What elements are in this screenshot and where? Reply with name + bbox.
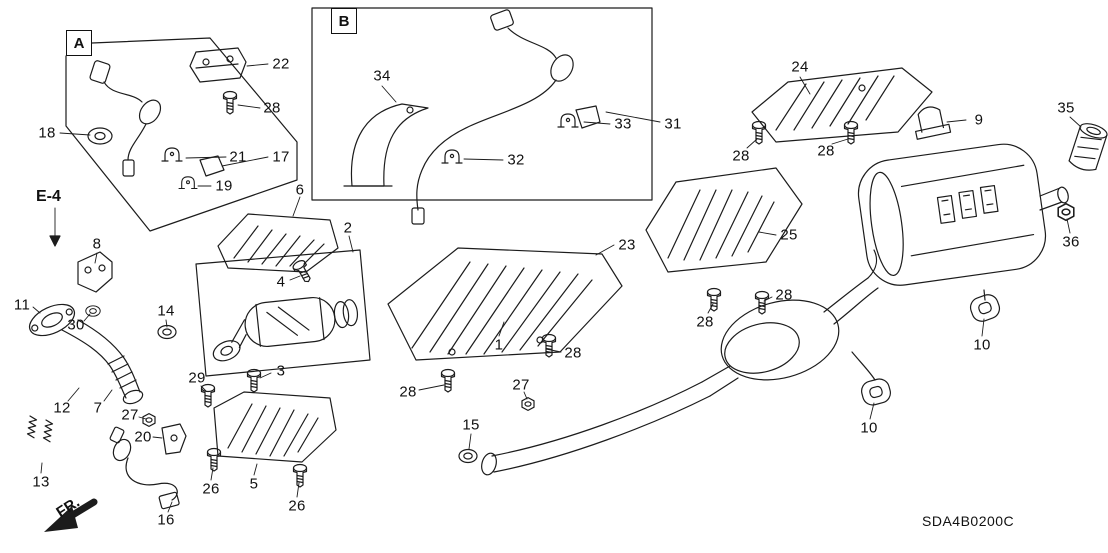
- leader-lines: [32, 63, 1082, 513]
- callout-28: 28: [732, 147, 750, 165]
- diagram-code: SDA4B0200C: [922, 513, 1015, 529]
- callout-13: 13: [32, 473, 50, 491]
- callout-4: 4: [276, 273, 286, 291]
- callout-7: 7: [93, 399, 103, 417]
- catalytic-converter-art: [195, 249, 371, 393]
- callout-26: 26: [202, 480, 220, 498]
- callout-31: 31: [664, 115, 682, 133]
- ref-label-e4: E-4: [36, 188, 61, 205]
- heat-shield-24-art: [751, 67, 933, 145]
- callout-11: 11: [13, 296, 31, 314]
- callout-22: 22: [272, 55, 290, 73]
- callout-20: 20: [134, 428, 152, 446]
- callout-33: 33: [614, 115, 632, 133]
- callout-28: 28: [564, 344, 582, 362]
- callout-10: 10: [973, 336, 991, 354]
- callout-6: 6: [295, 181, 305, 199]
- section-label-b: B: [331, 8, 357, 34]
- heat-shield-25-art: [645, 167, 803, 315]
- e4-arrowhead: [49, 235, 61, 247]
- section-letter-a: A: [73, 34, 85, 52]
- callout-34: 34: [373, 67, 391, 85]
- callout-28: 28: [817, 142, 835, 160]
- front-direction-arrow-icon: [44, 498, 98, 532]
- floor-heat-shield-art: [387, 247, 623, 411]
- callout-3: 3: [276, 362, 286, 380]
- callout-15: 15: [462, 416, 480, 434]
- callout-1: 1: [494, 336, 504, 354]
- callout-32: 32: [507, 151, 525, 169]
- callout-29: 29: [188, 369, 206, 387]
- callout-24: 24: [791, 58, 809, 76]
- callout-18: 18: [38, 124, 56, 142]
- callout-14: 14: [157, 302, 175, 320]
- muffler-art: [701, 249, 879, 397]
- callout-16: 16: [157, 511, 175, 529]
- callout-5: 5: [249, 475, 259, 493]
- callout-26: 26: [288, 497, 306, 515]
- callout-23: 23: [618, 236, 636, 254]
- callout-27: 27: [512, 376, 530, 394]
- callout-36: 36: [1062, 233, 1080, 251]
- section-label-a: A: [66, 30, 92, 56]
- heat-shield-5-art: [206, 391, 337, 488]
- callout-28: 28: [696, 313, 714, 331]
- callout-9: 9: [974, 111, 984, 129]
- heat-shield-6-art: [217, 213, 339, 273]
- callout-30: 30: [67, 316, 85, 334]
- section-b-art: [311, 7, 653, 225]
- callout-2: 2: [343, 219, 353, 237]
- callout-17: 17: [272, 148, 290, 166]
- rear-silencer-art: [851, 106, 1108, 406]
- front-pipe-art: [26, 251, 216, 510]
- callout-21: 21: [229, 148, 247, 166]
- callout-27: 27: [121, 406, 139, 424]
- section-letter-b: B: [338, 12, 350, 30]
- callout-35: 35: [1057, 99, 1075, 117]
- section-a-art: [65, 37, 298, 232]
- callout-12: 12: [53, 399, 71, 417]
- callout-28: 28: [775, 286, 793, 304]
- callout-25: 25: [780, 226, 798, 244]
- callout-28: 28: [263, 99, 281, 117]
- callout-28: 28: [399, 383, 417, 401]
- callout-8: 8: [92, 235, 102, 253]
- callout-19: 19: [215, 177, 233, 195]
- center-pipe-art: [458, 381, 711, 476]
- callout-10: 10: [860, 419, 878, 437]
